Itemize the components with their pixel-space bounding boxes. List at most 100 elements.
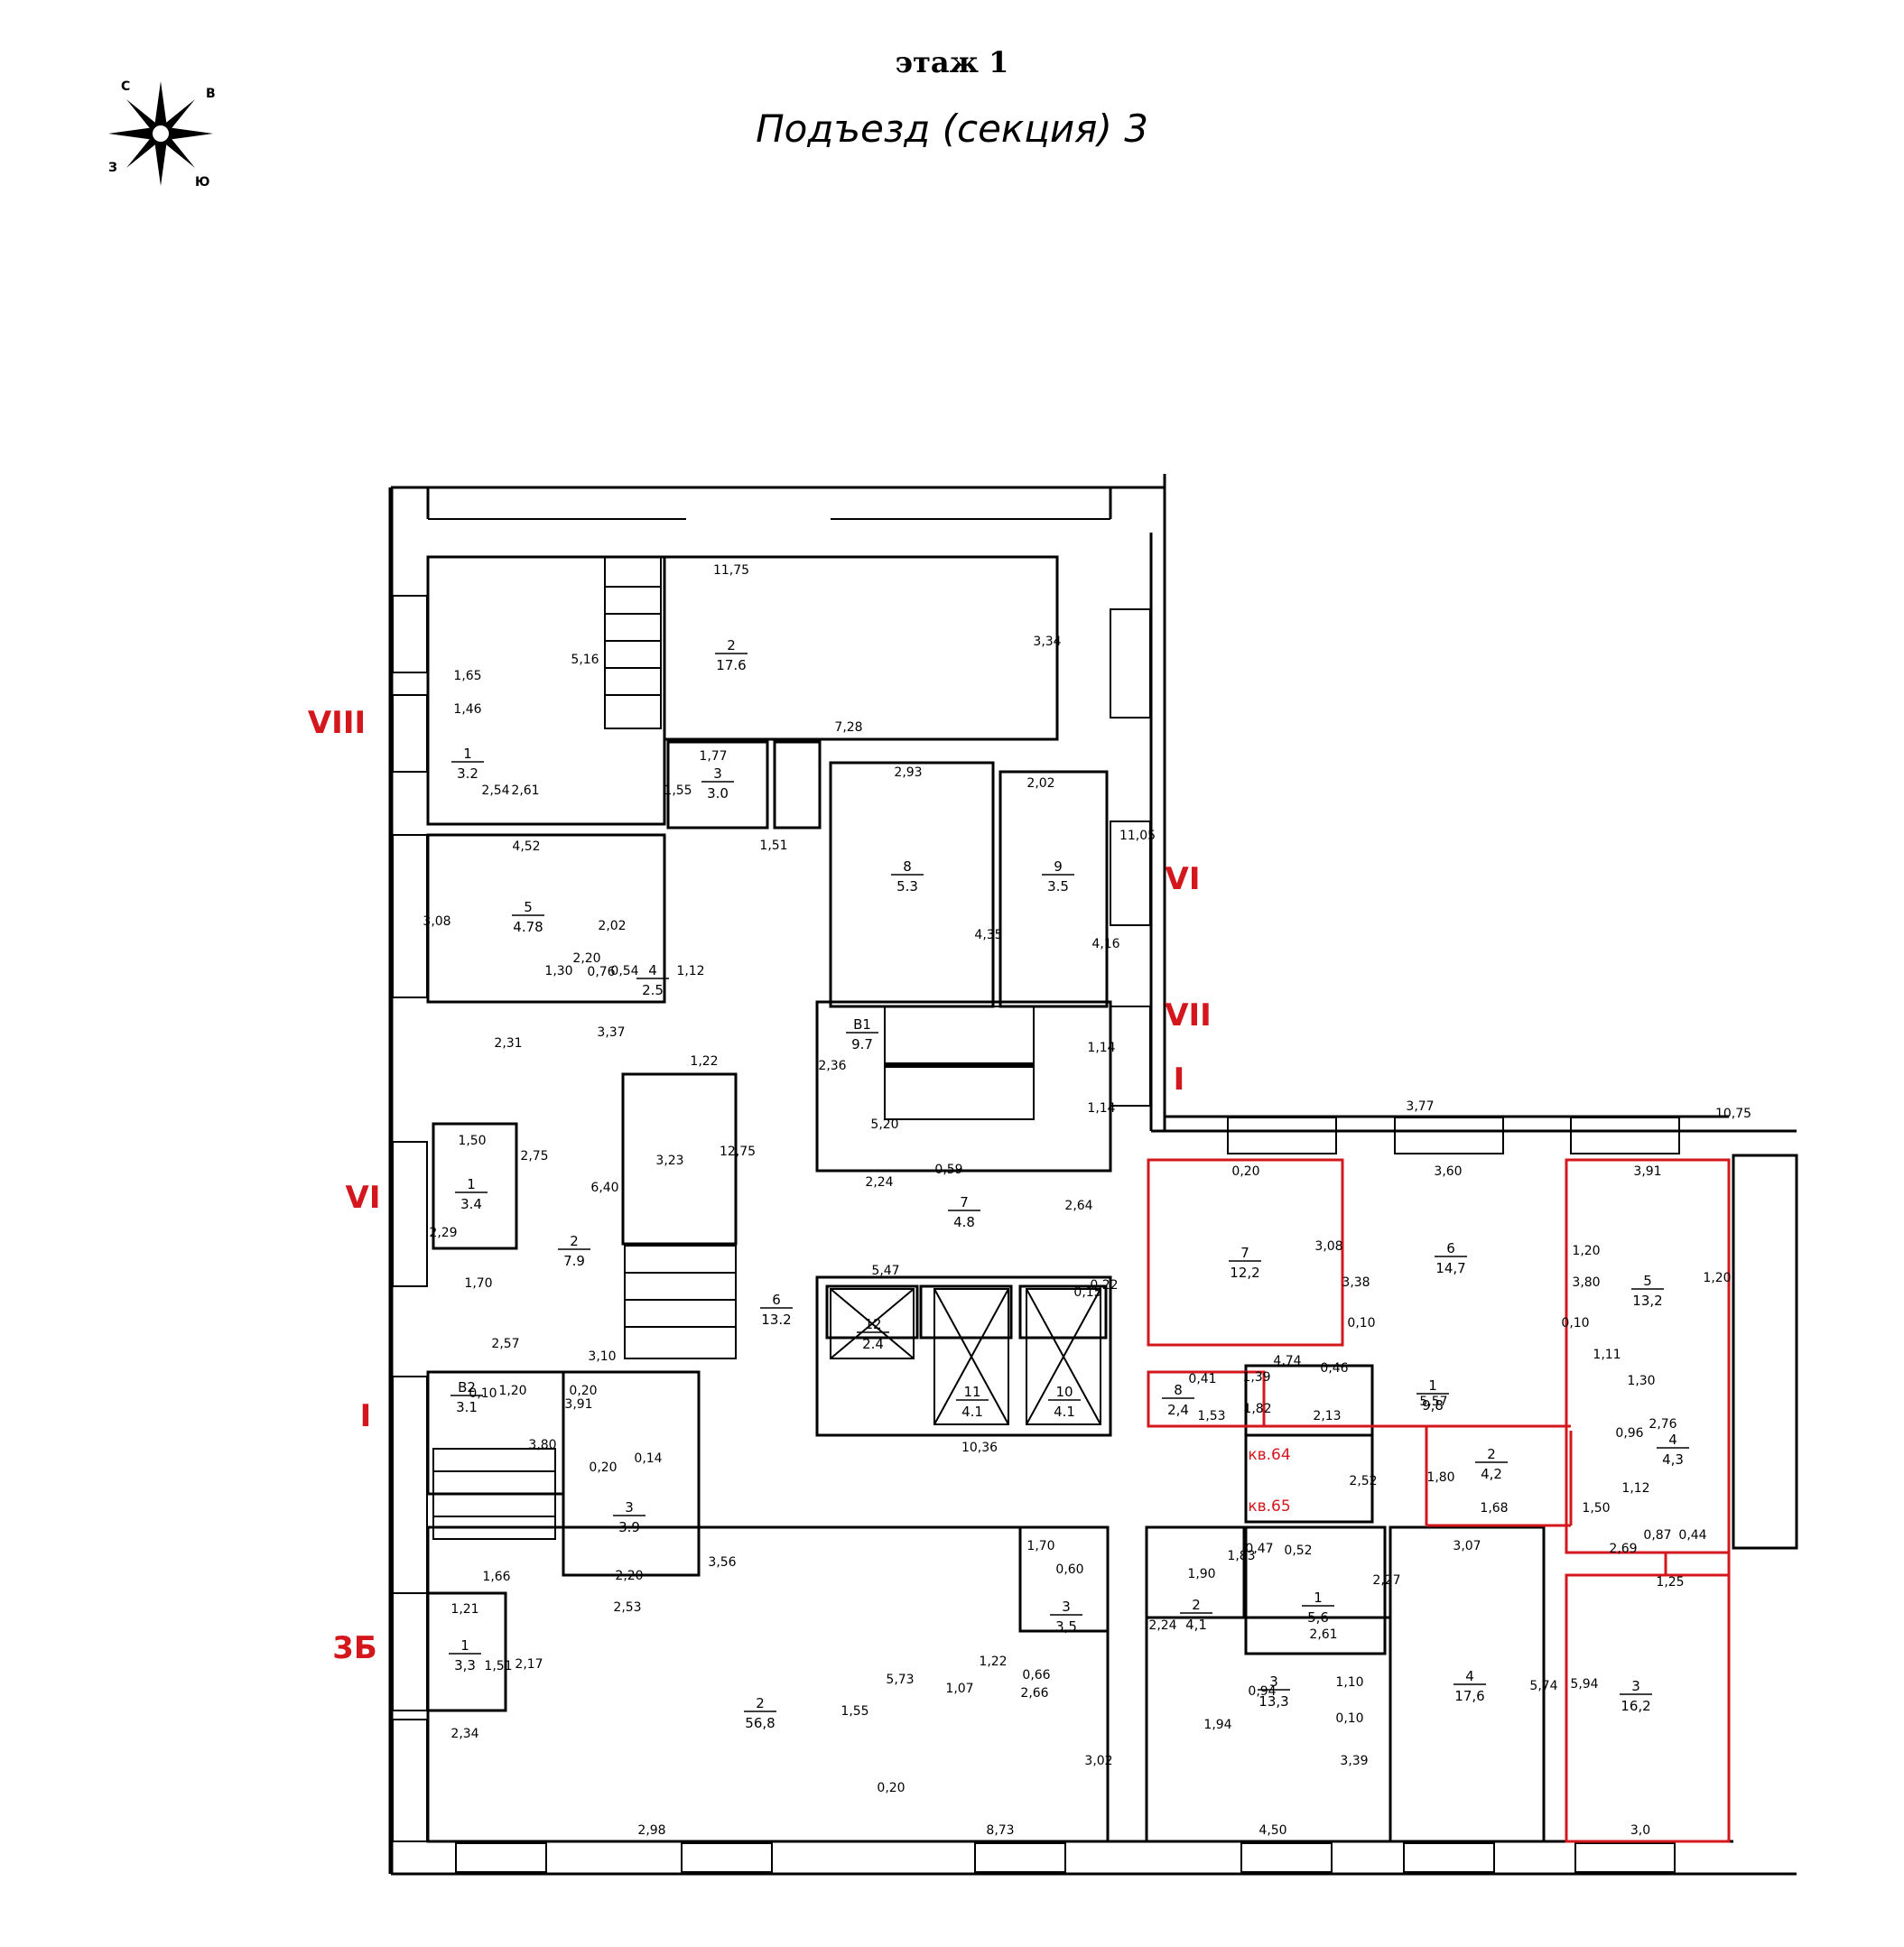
dimension-label: 3,23 bbox=[655, 1154, 683, 1168]
room-number: 1 bbox=[1314, 1590, 1323, 1606]
dimension-label: 0,59 bbox=[934, 1163, 962, 1177]
dimension-label: 8,73 bbox=[986, 1823, 1014, 1838]
room-area: 4.8 bbox=[953, 1214, 975, 1230]
dimension-label: 2,31 bbox=[494, 1036, 522, 1051]
room-number: 7 bbox=[1240, 1245, 1249, 1261]
room-number: 4 bbox=[648, 962, 657, 978]
dimension-label: 2,36 bbox=[818, 1059, 846, 1073]
room-label: 256,8 bbox=[744, 1695, 776, 1731]
dimension-label: 0,96 bbox=[1615, 1426, 1643, 1441]
room-label: 82,4 bbox=[1162, 1382, 1194, 1418]
dimension-label: 5,47 bbox=[871, 1264, 899, 1278]
dimension-label: 0,46 bbox=[1320, 1361, 1348, 1376]
room-area: 3.5 bbox=[1047, 878, 1069, 895]
room-label: 42.5 bbox=[636, 962, 669, 998]
dimension-label: 3,38 bbox=[1342, 1275, 1370, 1290]
room-label: 217.6 bbox=[715, 637, 748, 673]
room-label: 44,3 bbox=[1657, 1432, 1689, 1468]
dimension-label: 2,54 bbox=[481, 783, 509, 798]
dimension-label: 1,70 bbox=[464, 1276, 492, 1291]
outer-walls bbox=[388, 474, 1797, 1876]
room-label: 104.1 bbox=[1048, 1384, 1081, 1420]
room-area: 4.78 bbox=[513, 919, 543, 935]
dimension-label: 0,15 bbox=[1073, 1285, 1101, 1300]
room-label: В19.7 bbox=[846, 1016, 878, 1052]
room-area: 16,2 bbox=[1621, 1698, 1650, 1714]
dimension-label: 2,24 bbox=[1148, 1618, 1176, 1633]
room-number: 3 bbox=[1062, 1599, 1071, 1615]
dimension-label: 1,83 bbox=[1227, 1549, 1255, 1563]
dimension-label: 6,40 bbox=[590, 1181, 618, 1195]
dimension-label: 7,28 bbox=[834, 720, 862, 735]
dimension-label: 2,24 bbox=[865, 1175, 893, 1190]
room-area: 4,3 bbox=[1662, 1451, 1684, 1468]
dimension-label: 2,61 bbox=[1309, 1627, 1337, 1642]
room-number: В1 bbox=[853, 1016, 871, 1033]
compass-icon: С В Ю З bbox=[108, 79, 216, 190]
dimension-label: 2,66 bbox=[1020, 1686, 1048, 1701]
dimension-label: 0,94 bbox=[1248, 1684, 1276, 1699]
room-number: 11 bbox=[963, 1384, 980, 1400]
dimension-label: 1,50 bbox=[458, 1134, 486, 1148]
dimension-label: 1,14 bbox=[1087, 1041, 1115, 1055]
room-area: 2.5 bbox=[642, 982, 664, 998]
dimension-label: 5,94 bbox=[1570, 1677, 1598, 1692]
dimension-label: 3,91 bbox=[564, 1397, 592, 1412]
room-area: 3.2 bbox=[457, 765, 478, 782]
room-number: 9 bbox=[1054, 858, 1063, 875]
dimension-label: 2,75 bbox=[520, 1149, 548, 1164]
room-number: 1 bbox=[1428, 1377, 1437, 1394]
room-number: В2 bbox=[458, 1379, 476, 1395]
room-area: 3.4 bbox=[460, 1196, 482, 1212]
dimension-label: 0,10 bbox=[469, 1386, 497, 1401]
dimension-label: 1,70 bbox=[1026, 1539, 1054, 1553]
room-area: 3,3 bbox=[454, 1657, 476, 1673]
dimension-label: 0,20 bbox=[1231, 1164, 1259, 1179]
dimension-label: 1,90 bbox=[1187, 1567, 1215, 1581]
dimension-label: 1,68 bbox=[1480, 1501, 1508, 1516]
floor-title: этаж 1 bbox=[895, 45, 1009, 79]
room-label: 27.9 bbox=[558, 1233, 590, 1269]
dimension-label: 5,57 bbox=[1419, 1395, 1447, 1409]
room-number: 5 bbox=[524, 899, 533, 915]
dimension-label: 5,16 bbox=[571, 653, 599, 667]
dimension-label: 2,93 bbox=[894, 765, 922, 780]
axis-label: VI bbox=[1166, 861, 1201, 897]
dimension-label: 0,41 bbox=[1188, 1372, 1216, 1386]
axis-label: I bbox=[360, 1398, 372, 1434]
room-area: 2,4 bbox=[1167, 1402, 1189, 1418]
dimension-label: 0,52 bbox=[1284, 1544, 1312, 1558]
room-area: 5.3 bbox=[896, 878, 918, 895]
dimension-label: 3,02 bbox=[1084, 1754, 1112, 1768]
dimension-label: 1,21 bbox=[450, 1602, 478, 1617]
dimension-label: 2,61 bbox=[511, 783, 539, 798]
dimension-label: 3,08 bbox=[423, 914, 450, 929]
dimension-label: 1,51 bbox=[759, 839, 787, 853]
room-number: 1 bbox=[467, 1176, 476, 1192]
dimension-label: 0,20 bbox=[589, 1460, 617, 1475]
dimension-label: 3,80 bbox=[1572, 1275, 1600, 1290]
dimension-label: 2,76 bbox=[1649, 1417, 1676, 1432]
room-label: 614,7 bbox=[1435, 1240, 1467, 1276]
room-number: 8 bbox=[1174, 1382, 1183, 1398]
dimension-label: 11,05 bbox=[1119, 829, 1156, 843]
room-label: 13,3 bbox=[449, 1637, 481, 1673]
dimension-label: 0,20 bbox=[877, 1781, 905, 1795]
axis-label: VIII bbox=[308, 705, 366, 741]
room-label: 19,8 bbox=[1416, 1377, 1449, 1414]
dimension-label: 10,75 bbox=[1715, 1107, 1751, 1121]
room-area: 3.1 bbox=[456, 1399, 478, 1415]
dimension-label: 3,60 bbox=[1434, 1164, 1462, 1179]
dimension-label: 2,64 bbox=[1064, 1199, 1092, 1213]
room-area: 9,8 bbox=[1422, 1397, 1444, 1414]
dimension-label: 4,16 bbox=[1091, 937, 1119, 951]
dimension-label: 1,30 bbox=[544, 964, 572, 978]
room-area: 9.7 bbox=[851, 1036, 873, 1052]
dimension-label: 4,52 bbox=[512, 839, 540, 854]
dimension-label: 1,12 bbox=[676, 964, 704, 978]
room-number: 10 bbox=[1055, 1384, 1073, 1400]
room-label: 417,6 bbox=[1454, 1668, 1486, 1704]
dimension-label: 2,52 bbox=[1349, 1474, 1377, 1488]
